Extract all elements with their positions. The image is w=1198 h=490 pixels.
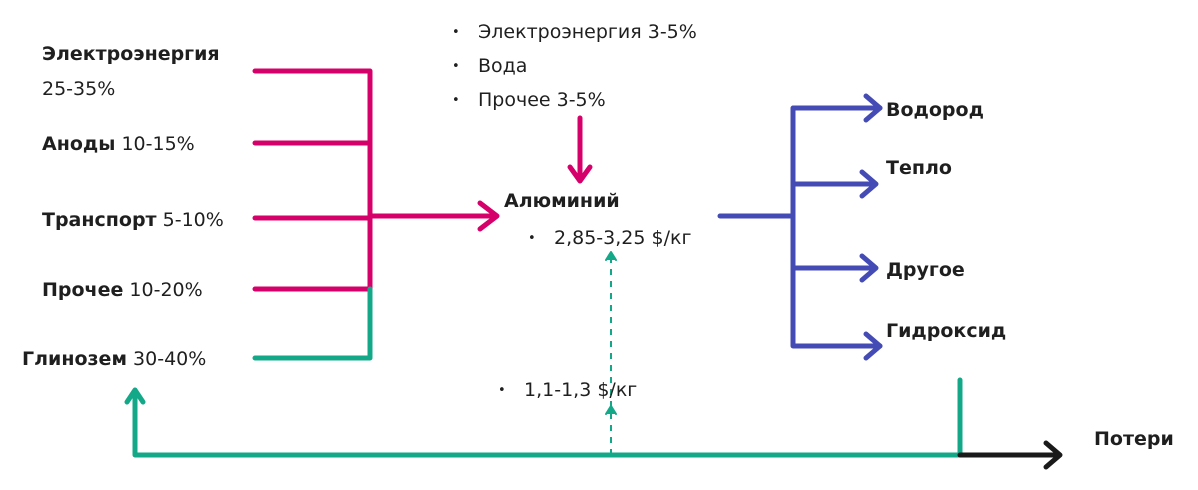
- output-hydroxide: Гидроксид: [886, 320, 1007, 342]
- cost-lines: [252, 68, 593, 292]
- input-other: Прочее 10-20%: [42, 278, 203, 302]
- input-anodes: Аноды 10-15%: [42, 132, 195, 156]
- input-anodes-name: Аноды: [42, 133, 116, 155]
- input-electricity-share: 25-35%: [42, 78, 116, 100]
- input-alumina-share: 30-40%: [133, 348, 207, 370]
- losses-line: [957, 440, 1063, 470]
- losses-label: Потери: [1094, 428, 1174, 450]
- output-hydrogen: Водород: [886, 99, 984, 121]
- output-heat: Тепло: [886, 157, 952, 179]
- alumina-lines: [124, 251, 963, 458]
- input-transport-name: Транспорт: [42, 209, 157, 231]
- input-transport-share: 5-10%: [162, 209, 224, 231]
- extra-input-water: Вода: [452, 54, 527, 79]
- input-transport: Транспорт 5-10%: [42, 208, 224, 232]
- output-other: Другое: [886, 259, 965, 281]
- product-lines: [717, 93, 883, 361]
- input-alumina: Глинозем 30-40%: [22, 347, 206, 371]
- input-electricity-name: Электроэнергия: [42, 43, 220, 65]
- center-title: Алюминий: [504, 190, 620, 212]
- input-other-share: 10-20%: [129, 279, 203, 301]
- input-alumina-name: Глинозем: [22, 348, 127, 370]
- aluminium-price: 2,85-3,25 $/кг: [528, 226, 691, 251]
- input-anodes-share: 10-15%: [121, 133, 195, 155]
- alumina-price: 1,1-1,3 $/кг: [498, 378, 637, 403]
- extra-input-other: Прочее 3-5%: [452, 88, 606, 113]
- extra-input-electricity: Электроэнергия 3-5%: [452, 20, 697, 45]
- input-other-name: Прочее: [42, 279, 124, 301]
